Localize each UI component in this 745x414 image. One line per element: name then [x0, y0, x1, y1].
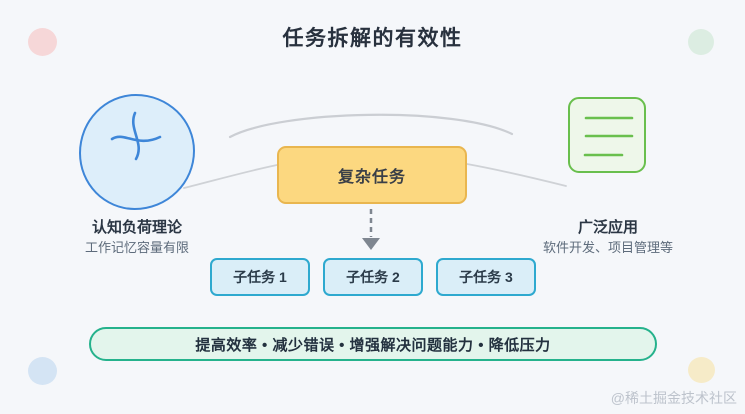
subtask-label-1: 子任务 1: [233, 269, 287, 285]
left-node-sublabel: 工作记忆容量有限: [84, 240, 189, 255]
right-node-sublabel: 软件开发、项目管理等: [542, 240, 673, 255]
decor-dot-green: [688, 29, 714, 55]
right-node-label: 广泛应用: [577, 219, 638, 236]
decor-dot-pink: [28, 28, 57, 56]
document-icon: [568, 97, 646, 173]
benefits-text: 提高效率 • 减少错误 • 增强解决问题能力 • 降低压力: [195, 336, 551, 354]
complex-task-node: 复杂任务: [277, 146, 467, 204]
subtask-node-3: 子任务 3: [436, 258, 536, 296]
subtask-label-2: 子任务 2: [346, 269, 400, 285]
benefits-pill: 提高效率 • 减少错误 • 增强解决问题能力 • 降低压力: [89, 327, 657, 361]
watermark: @稀土掘金技术社区: [610, 390, 737, 406]
complex-task-label: 复杂任务: [337, 169, 406, 186]
decor-dot-yellow: [688, 357, 715, 383]
subtask-node-2: 子任务 2: [323, 258, 423, 296]
decor-dot-blue: [28, 357, 57, 385]
page-title: 任务拆解的有效性: [282, 27, 463, 50]
arrow-down-icon: [362, 209, 380, 250]
brain-icon: [79, 94, 195, 210]
subtask-label-3: 子任务 3: [459, 269, 513, 285]
subtask-node-1: 子任务 1: [210, 258, 310, 296]
left-node-label: 认知负荷理论: [91, 219, 182, 236]
